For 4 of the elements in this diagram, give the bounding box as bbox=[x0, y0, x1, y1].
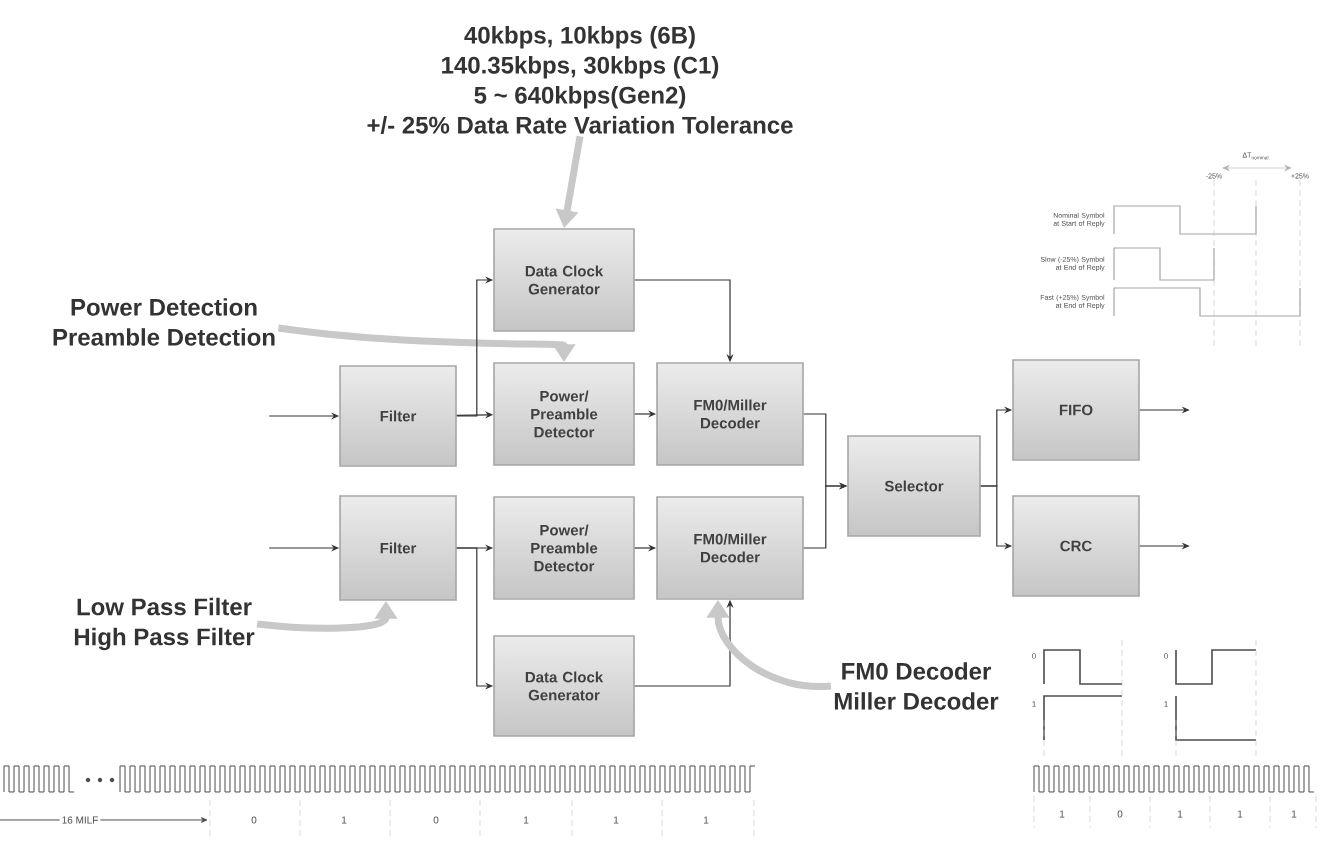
annotation-text: FM0 Decoder Miller Decoder bbox=[834, 662, 999, 710]
annotation-text: Low Pass Filter High Pass Filter bbox=[74, 597, 255, 651]
annotation-text: 40kbps, 10kbps (6B) 140.35kbps, 30kbps (C1) 5 ~ 640kbps(Gen2) +/- 25% Data Rate Variation Tolerance bbox=[367, 26, 793, 134]
annotation-text: Power Detection Preamble Detection bbox=[53, 298, 275, 346]
